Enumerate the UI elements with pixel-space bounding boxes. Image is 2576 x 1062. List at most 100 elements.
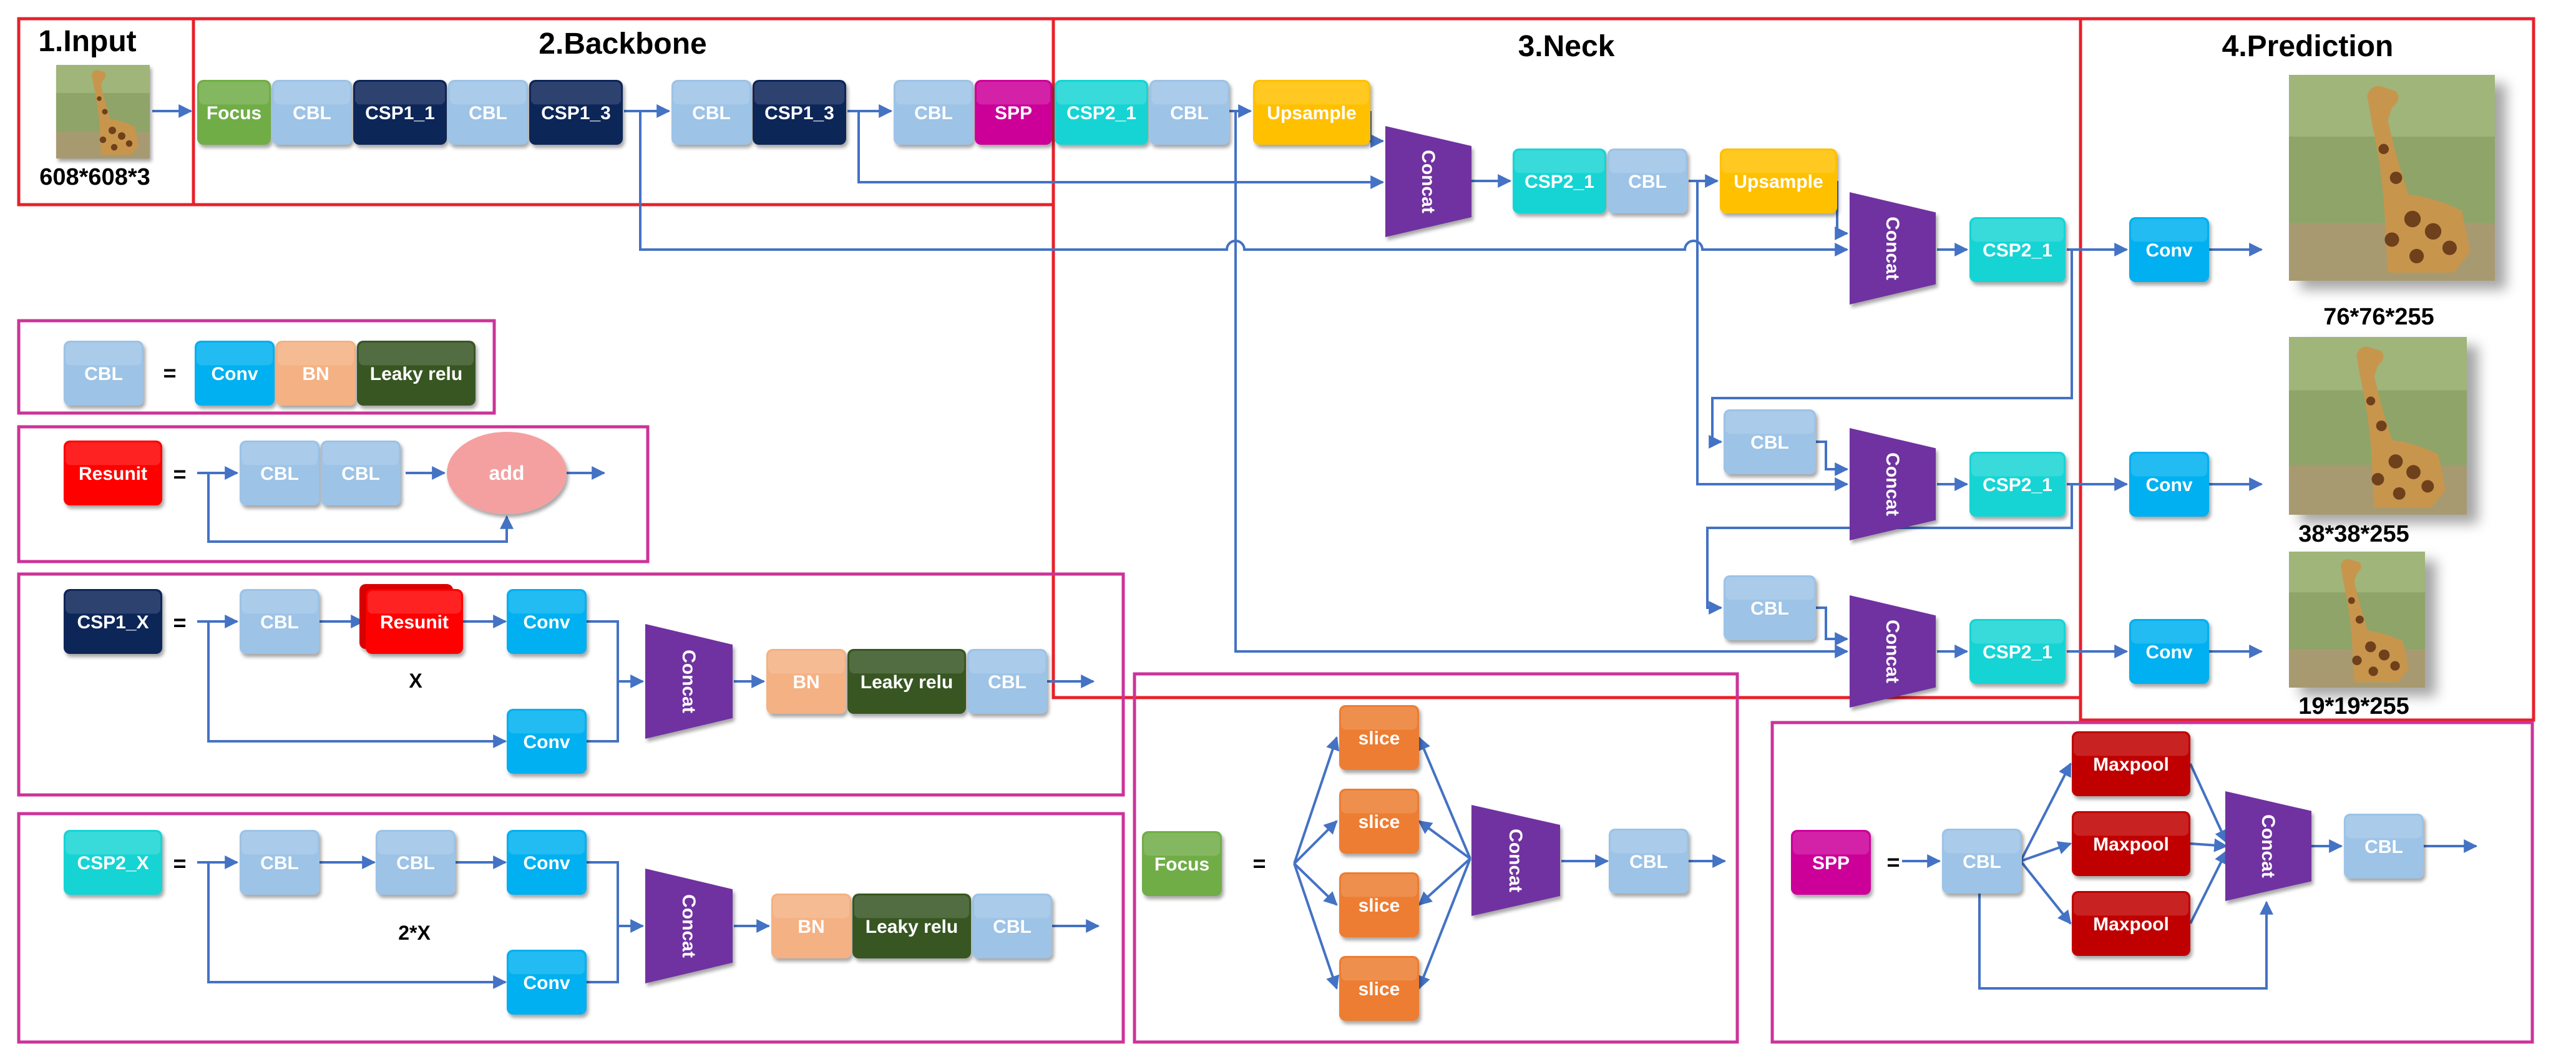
neck-csp2-1-e: CSP2_1 — [1969, 619, 2066, 684]
section-frames — [17, 17, 2535, 722]
backbone-csp1-1: CSP1_1 — [353, 80, 447, 145]
output-image-large — [2289, 75, 2495, 281]
arrow-csp1-conv-concat-a — [587, 620, 645, 688]
neck-cbl-3: CBL — [1724, 409, 1816, 474]
neck-concat-2-label: Concat — [1882, 217, 1903, 280]
arrow-csp21-cbl-down — [1709, 248, 2073, 449]
legend-cbl-bn: BN — [276, 341, 356, 406]
neck-csp2-1-d-label: CSP2_1 — [1983, 475, 2052, 495]
legend-spp-cbl-2: CBL — [2344, 814, 2424, 879]
neck-cbl-4: CBL — [1724, 575, 1816, 640]
prediction-conv-1: Conv — [2129, 217, 2209, 282]
neck-cbl-4-label: CBL — [1750, 598, 1789, 619]
backbone-cbl-1-label: CBL — [293, 103, 331, 124]
arrow-spp-skip — [1978, 885, 2273, 990]
neck-csp2-1-a: CSP2_1 — [1055, 80, 1148, 145]
input-section-title: 1.Input — [38, 25, 136, 58]
output-size-label-medium: 38*38*255 — [2298, 521, 2409, 547]
backbone-cbl-3: CBL — [671, 80, 751, 145]
legend-cbl-leaky-label: Leaky relu — [370, 364, 462, 384]
backbone-spp: SPP — [975, 80, 1052, 145]
input-size-label: 608*608*3 — [39, 164, 150, 190]
arrow-upsample2-concat2 — [1835, 181, 1849, 240]
arrow-spp-mp1-concat — [2189, 763, 2228, 844]
prediction-conv-2: Conv — [2129, 452, 2209, 517]
legend-csp1x-concat: Concat — [645, 624, 733, 739]
legend-focus-slice-2-label: slice — [1359, 812, 1400, 832]
backbone-spp-label: SPP — [995, 103, 1032, 124]
legend-csp2x-concat-label: Concat — [678, 894, 699, 958]
backbone-csp1-3-b: CSP1_3 — [753, 80, 846, 145]
arrow-spp-mp3-concat — [2189, 850, 2228, 924]
legend-spp-cbl-label: CBL — [1963, 852, 2001, 872]
legend-csp2x-cbl-1: CBL — [240, 830, 320, 895]
legend-cbl-conv: Conv — [195, 341, 275, 406]
neck-concat-1-label: Concat — [1418, 150, 1438, 213]
legend-csp1x-cbl-2-label: CBL — [988, 672, 1027, 693]
arrow-csp2-conv-concat-a — [587, 861, 645, 933]
legend-csp2x-cbl-3-label: CBL — [993, 917, 1032, 937]
legend-resunit-add-label: add — [489, 462, 525, 484]
neck-cbl-1: CBL — [1149, 80, 1229, 145]
legend-csp2x: CSP2_X — [64, 830, 162, 895]
neck-concat-2: Concat — [1850, 192, 1936, 304]
legend-connectors — [197, 466, 2478, 990]
legend-csp2x-cbl-3: CBL — [972, 894, 1052, 958]
neck-concat-4-label: Concat — [1882, 620, 1903, 683]
legend-cbl-bn-label: BN — [302, 364, 329, 384]
csp2x-legend-frame — [17, 812, 1125, 1044]
arrow-focus-slice4 — [1293, 863, 1340, 990]
arrow-csp2-skip — [207, 862, 507, 989]
legend-frames — [17, 319, 2534, 1044]
neck-concat-3-label: Concat — [1882, 452, 1903, 516]
legend-resunit-cbl-2-label: CBL — [341, 464, 380, 484]
resunit-equals: = — [173, 461, 186, 487]
arrow-focus-slice3 — [1293, 862, 1338, 906]
legend-spp-maxpool-2: Maxpool — [2072, 811, 2190, 876]
legend-csp2x-conv-2: Conv — [507, 950, 587, 1015]
neck-cbl-1-label: CBL — [1170, 103, 1209, 124]
resunit-legend-frame — [17, 425, 650, 563]
spp-legend-frame — [1770, 721, 2534, 1044]
legend-focus-slice-1: slice — [1339, 705, 1419, 770]
legend-csp1x-cbl: CBL — [240, 589, 320, 654]
backbone-section-title: 2.Backbone — [539, 27, 706, 61]
prediction-frame — [2079, 17, 2535, 722]
csp1x-repeat-label: X — [409, 670, 422, 692]
arrow-concat-slice3 — [1418, 857, 1471, 906]
legend-csp2x-conv-2-label: Conv — [524, 973, 570, 993]
neck-csp2-1-c-label: CSP2_1 — [1983, 240, 2052, 261]
neck-upsample-1: Upsample — [1253, 80, 1370, 145]
arrow-csp1-conv-concat-b — [587, 681, 619, 743]
legend-resunit: Resunit — [64, 441, 162, 505]
backbone-cbl-3-label: CBL — [692, 103, 731, 124]
prediction-section-title: 4.Prediction — [2222, 30, 2394, 63]
prediction-conv-1-label: Conv — [2146, 240, 2193, 261]
neck-concat-1: Concat — [1385, 126, 1471, 237]
arrow-focus-slice2 — [1293, 820, 1338, 865]
legend-spp-cbl: CBL — [1942, 829, 2022, 894]
csp1x-legend-frame — [17, 572, 1125, 797]
legend-csp2x-cbl-2-label: CBL — [396, 853, 435, 874]
legend-spp-maxpool-3: Maxpool — [2072, 891, 2190, 956]
legend-focus: Focus — [1142, 831, 1222, 896]
arrow-spp-mp2-concat — [2190, 838, 2228, 852]
arrow-cbl-concat3 — [1816, 441, 1849, 476]
arrow-spp-concat1 — [857, 111, 1385, 189]
legend-spp-maxpool-1: Maxpool — [2072, 731, 2190, 796]
prediction-conv-3: Conv — [2129, 619, 2209, 684]
csp2x-equals: = — [173, 850, 186, 876]
backbone-cbl-4: CBL — [894, 80, 973, 145]
prediction-conv-2-label: Conv — [2146, 475, 2193, 495]
legend-spp-concat-label: Concat — [2258, 814, 2278, 878]
spp-equals: = — [1886, 849, 1900, 875]
arrow-csp2-conv-concat-b — [587, 926, 619, 983]
neck-concat-4: Concat — [1850, 595, 1936, 708]
arrow-resunit-skip — [207, 473, 514, 543]
neck-cbl-2-label: CBL — [1628, 172, 1667, 192]
neck-upsample-1-label: Upsample — [1267, 103, 1356, 124]
backbone-csp1-3-a-label: CSP1_3 — [541, 103, 611, 124]
legend-spp-cbl-2-label: CBL — [2364, 837, 2403, 857]
